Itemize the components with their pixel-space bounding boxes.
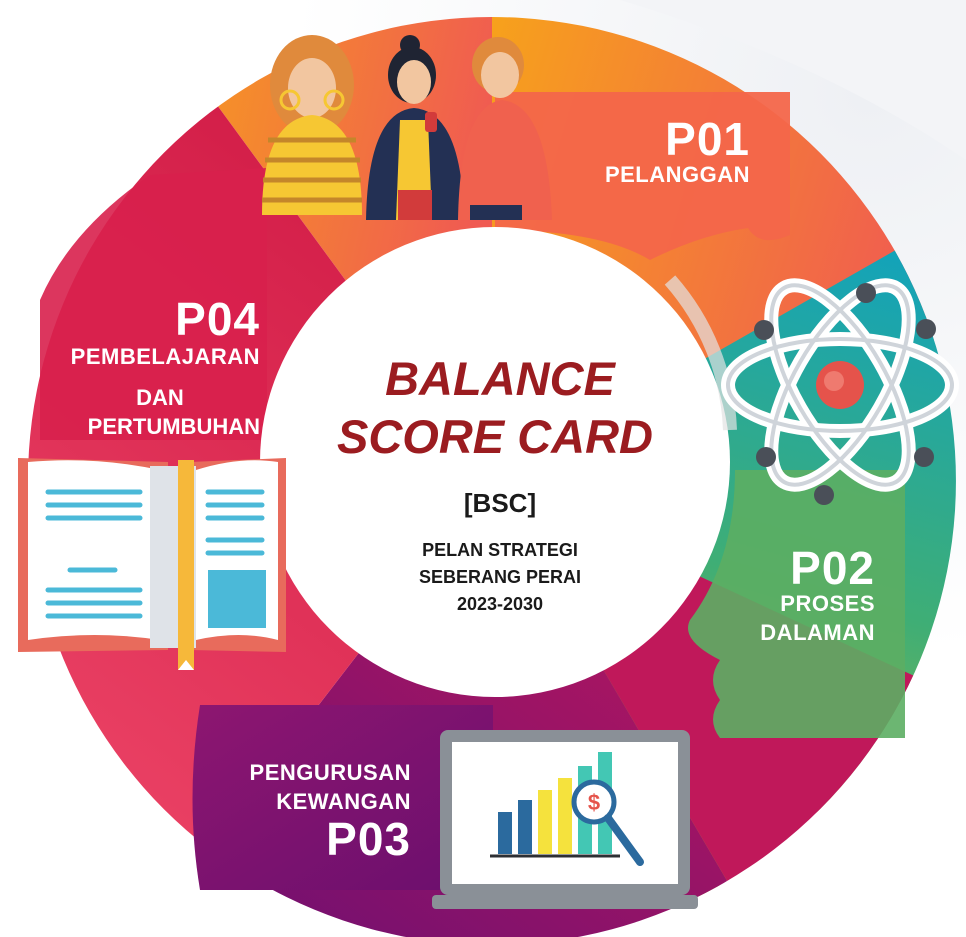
background-swoosh [620, 0, 966, 160]
svg-text:$: $ [588, 790, 600, 815]
p03-code: P03 [326, 812, 411, 865]
book-icon [18, 458, 286, 670]
center-title-line2: SCORE CARD [337, 410, 653, 463]
p02-name-line2: DALAMAN [760, 620, 875, 646]
tab-p04 [40, 168, 267, 440]
tab-p01 [495, 92, 790, 260]
p01-label: P01 PELANGGAN [560, 113, 750, 187]
center-sub-line3: 2023-2030 [456, 594, 544, 614]
p04-name-line1: PEMBELAJARAN [70, 343, 260, 369]
p04-name-line3: PERTUMBUHAN [87, 414, 260, 439]
center-abbr: [BSC] [463, 488, 537, 518]
center-circle [260, 227, 730, 697]
p01-name: PELANGGAN [604, 161, 750, 187]
p02-label: P02 PROSES DALAMAN [680, 542, 875, 645]
p04-code: P04 [175, 293, 260, 345]
center-sub-line2: SEBERANG PERAI [418, 567, 582, 587]
p04-label: P04 PEMBELAJARAN [40, 293, 260, 369]
finance-laptop-icon: $ [432, 730, 698, 909]
center-title-line1: BALANCE [385, 352, 615, 405]
p04-name-line2: DAN [136, 385, 184, 410]
tab-p02 [688, 470, 905, 738]
p02-name-line1: PROSES [780, 590, 875, 616]
p03-name-line2: KEWANGAN [276, 789, 411, 815]
center-circle-shadow [664, 275, 737, 431]
tab-p03 [192, 705, 493, 890]
p01-code: P01 [665, 113, 750, 165]
people-icon [262, 35, 552, 220]
p03-label: PENGURUSAN KEWANGAN P03 [200, 760, 411, 865]
p03-name-line1: PENGURUSAN [249, 760, 411, 785]
p02-code: P02 [790, 542, 875, 594]
center-sub-line1: PELAN STRATEGI [422, 540, 578, 560]
atom-icon [721, 278, 959, 505]
